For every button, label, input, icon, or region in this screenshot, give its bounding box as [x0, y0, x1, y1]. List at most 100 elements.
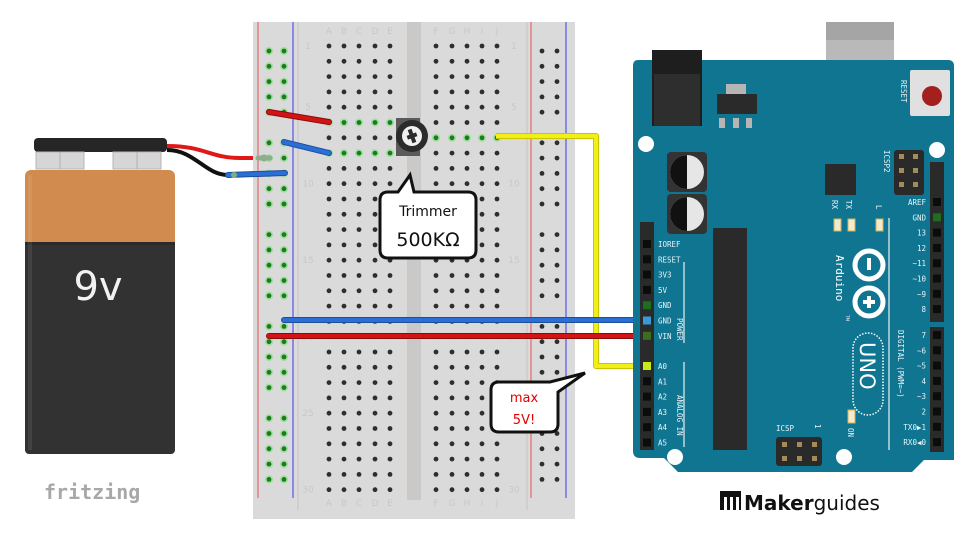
left-rail-hole[interactable] — [266, 94, 272, 100]
header-pin[interactable] — [933, 289, 941, 298]
breadboard-hole[interactable] — [326, 104, 332, 110]
left-rail-hole[interactable] — [281, 48, 287, 54]
breadboard-hole[interactable] — [341, 349, 347, 355]
breadboard-hole[interactable] — [433, 487, 439, 493]
breadboard-hole[interactable] — [356, 288, 362, 294]
breadboard-hole[interactable] — [449, 487, 455, 493]
left-rail-hole[interactable] — [281, 477, 287, 482]
breadboard-hole[interactable] — [449, 426, 455, 431]
breadboard-hole[interactable] — [326, 196, 332, 202]
breadboard-hole[interactable] — [449, 181, 455, 187]
left-rail-hole[interactable] — [266, 201, 272, 207]
breadboard-hole[interactable] — [356, 135, 362, 141]
breadboard-hole[interactable] — [449, 273, 455, 278]
breadboard-hole[interactable] — [433, 303, 439, 309]
breadboard-hole[interactable] — [372, 487, 378, 493]
breadboard-hole[interactable] — [479, 441, 485, 447]
header-pin[interactable] — [643, 301, 651, 310]
right-rail-hole[interactable] — [539, 140, 545, 146]
header-pin[interactable] — [643, 240, 651, 248]
left-rail-hole[interactable] — [266, 354, 272, 360]
breadboard-hole[interactable] — [372, 410, 378, 416]
breadboard-hole[interactable] — [479, 43, 485, 49]
right-rail-hole[interactable] — [539, 201, 545, 207]
breadboard-hole[interactable] — [356, 410, 362, 416]
breadboard-hole[interactable] — [387, 487, 393, 493]
header-pin[interactable] — [933, 346, 941, 355]
breadboard-hole[interactable] — [433, 120, 439, 125]
header-pin[interactable] — [643, 423, 651, 432]
breadboard-hole[interactable] — [494, 196, 500, 202]
breadboard-hole[interactable] — [387, 74, 393, 79]
right-rail-hole[interactable] — [539, 63, 545, 69]
breadboard-hole[interactable] — [341, 242, 347, 248]
breadboard-hole[interactable] — [479, 227, 485, 233]
breadboard-hole[interactable] — [387, 441, 393, 447]
right-rail-hole[interactable] — [539, 94, 545, 100]
breadboard-hole[interactable] — [449, 472, 455, 477]
breadboard-hole[interactable] — [341, 426, 347, 431]
breadboard-hole[interactable] — [341, 472, 347, 477]
breadboard-hole[interactable] — [326, 89, 332, 95]
breadboard-hole[interactable] — [356, 58, 362, 64]
right-rail-hole[interactable] — [554, 431, 560, 436]
right-rail-hole[interactable] — [554, 186, 560, 192]
breadboard-hole[interactable] — [479, 196, 485, 202]
breadboard-hole[interactable] — [387, 395, 393, 401]
left-rail-hole[interactable] — [266, 262, 272, 268]
left-rail-hole[interactable] — [266, 63, 272, 69]
left-rail-hole[interactable] — [266, 339, 272, 345]
breadboard-hole[interactable] — [479, 395, 485, 401]
breadboard-hole[interactable] — [326, 257, 332, 263]
breadboard-hole[interactable] — [449, 380, 455, 385]
header-pin[interactable] — [643, 362, 651, 370]
breadboard-hole[interactable] — [356, 166, 362, 171]
breadboard-hole[interactable] — [356, 43, 362, 49]
left-rail-hole[interactable] — [266, 415, 272, 421]
breadboard-hole[interactable] — [326, 303, 332, 309]
breadboard-hole[interactable] — [433, 273, 439, 278]
breadboard-hole[interactable] — [372, 364, 378, 370]
breadboard-hole[interactable] — [356, 472, 362, 477]
breadboard-hole[interactable] — [326, 410, 332, 416]
breadboard-hole[interactable] — [341, 166, 347, 171]
breadboard-hole[interactable] — [372, 135, 378, 141]
breadboard-hole[interactable] — [372, 196, 378, 202]
left-rail-hole[interactable] — [281, 186, 287, 192]
breadboard-hole[interactable] — [479, 303, 485, 309]
breadboard-hole[interactable] — [464, 104, 470, 110]
breadboard-hole[interactable] — [356, 74, 362, 79]
breadboard-hole[interactable] — [326, 135, 332, 141]
header-pin[interactable] — [643, 377, 651, 386]
right-rail-hole[interactable] — [539, 109, 545, 115]
breadboard-hole[interactable] — [356, 227, 362, 233]
breadboard-hole[interactable] — [479, 410, 485, 416]
breadboard-hole[interactable] — [494, 58, 500, 64]
header-pin[interactable] — [643, 316, 651, 325]
breadboard-hole[interactable] — [387, 364, 393, 370]
right-rail-hole[interactable] — [539, 155, 545, 161]
breadboard-hole[interactable] — [341, 303, 347, 309]
breadboard-hole[interactable] — [372, 303, 378, 309]
breadboard-hole[interactable] — [449, 150, 455, 156]
header-pin[interactable] — [643, 438, 651, 447]
breadboard-hole[interactable] — [464, 166, 470, 171]
breadboard-hole[interactable] — [464, 74, 470, 79]
left-rail-hole[interactable] — [281, 385, 287, 390]
breadboard-hole[interactable] — [494, 150, 500, 156]
header-pin[interactable] — [933, 243, 941, 252]
right-rail-hole[interactable] — [554, 63, 560, 69]
left-rail-hole[interactable] — [266, 293, 272, 299]
left-rail-hole[interactable] — [281, 262, 287, 268]
breadboard-hole[interactable] — [326, 426, 332, 431]
left-rail-hole[interactable] — [266, 324, 272, 329]
right-rail-hole[interactable] — [554, 232, 560, 238]
breadboard-hole[interactable] — [341, 395, 347, 401]
breadboard-hole[interactable] — [341, 441, 347, 447]
breadboard-hole[interactable] — [494, 43, 500, 49]
breadboard-hole[interactable] — [341, 364, 347, 370]
wire-yellow-wiper-to-a0[interactable] — [496, 134, 640, 368]
breadboard-hole[interactable] — [326, 227, 332, 233]
breadboard-hole[interactable] — [326, 211, 332, 217]
breadboard-hole[interactable] — [372, 150, 378, 156]
